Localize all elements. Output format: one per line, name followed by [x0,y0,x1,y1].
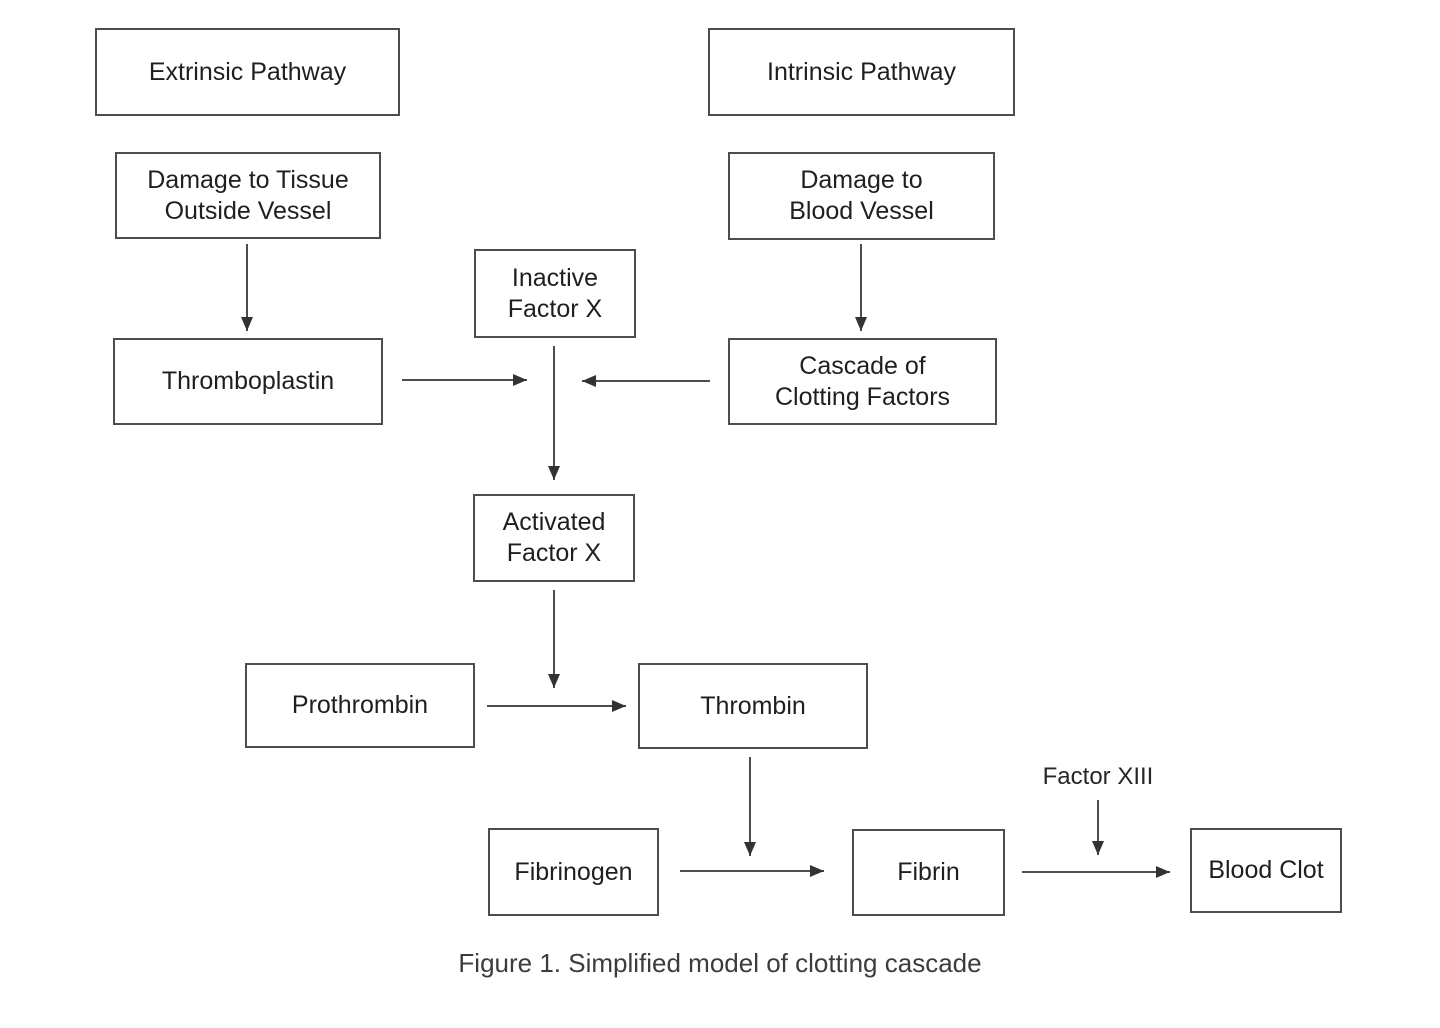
node-blood-clot: Blood Clot [1190,828,1342,913]
node-fibrinogen: Fibrinogen [488,828,659,916]
node-thrombin: Thrombin [638,663,868,749]
node-activated-factor-x: Activated Factor X [473,494,635,582]
node-damage-to-blood-vessel: Damage to Blood Vessel [728,152,995,240]
node-thromboplastin: Thromboplastin [113,338,383,425]
node-damage-to-tissue: Damage to Tissue Outside Vessel [115,152,381,239]
node-inactive-factor-x: Inactive Factor X [474,249,636,338]
node-intrinsic-pathway: Intrinsic Pathway [708,28,1015,116]
node-extrinsic-pathway: Extrinsic Pathway [95,28,400,116]
figure-caption: Figure 1. Simplified model of clotting c… [458,948,982,978]
node-cascade-of-clotting-factors: Cascade of Clotting Factors [728,338,997,425]
node-fibrin: Fibrin [852,829,1005,916]
factor-xiii-label: Factor XIII [1042,763,1154,790]
node-prothrombin: Prothrombin [245,663,475,748]
